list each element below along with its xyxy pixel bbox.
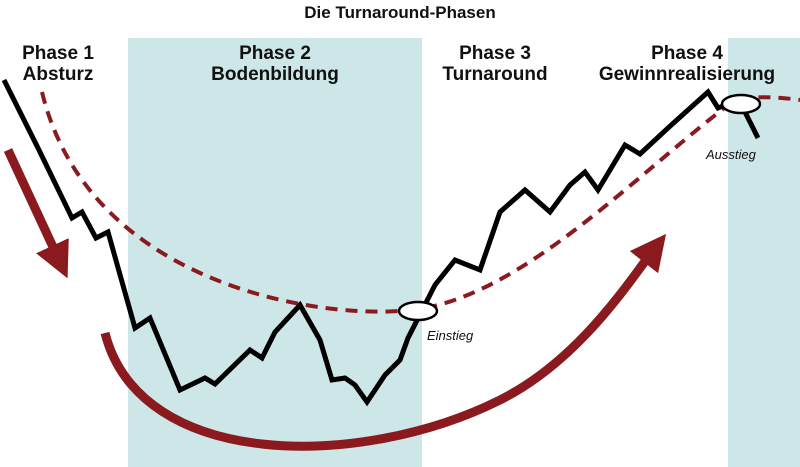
phase3-name: Turnaround — [442, 64, 548, 85]
phase1-label: Phase 1 Absturz — [8, 43, 108, 85]
exit-marker — [720, 93, 762, 115]
phase1-down-arrow — [3, 148, 69, 279]
phase4-label: Phase 4 Gewinnrealisierung — [582, 43, 792, 85]
phase4-name: Gewinnrealisierung — [598, 64, 776, 85]
dashed-trend-curve — [40, 91, 800, 314]
phase2-name: Bodenbildung — [211, 64, 339, 85]
exit-label: Ausstieg — [706, 147, 756, 162]
phase2-label: Phase 2 Bodenbildung — [175, 43, 375, 85]
phase3-number: Phase 3 — [459, 43, 531, 64]
turnaround-curved-arrow — [100, 233, 667, 451]
diagram-title: Die Turnaround-Phasen — [304, 3, 496, 22]
phase4-number: Phase 4 — [651, 43, 723, 64]
phase2-number: Phase 2 — [239, 43, 311, 64]
phase1-number: Phase 1 — [22, 43, 94, 64]
entry-marker — [397, 300, 439, 322]
entry-label: Einstieg — [427, 328, 474, 343]
price-line — [1, 78, 761, 407]
phase3-label: Phase 3 Turnaround — [420, 43, 570, 85]
phase1-name: Absturz — [22, 64, 94, 85]
